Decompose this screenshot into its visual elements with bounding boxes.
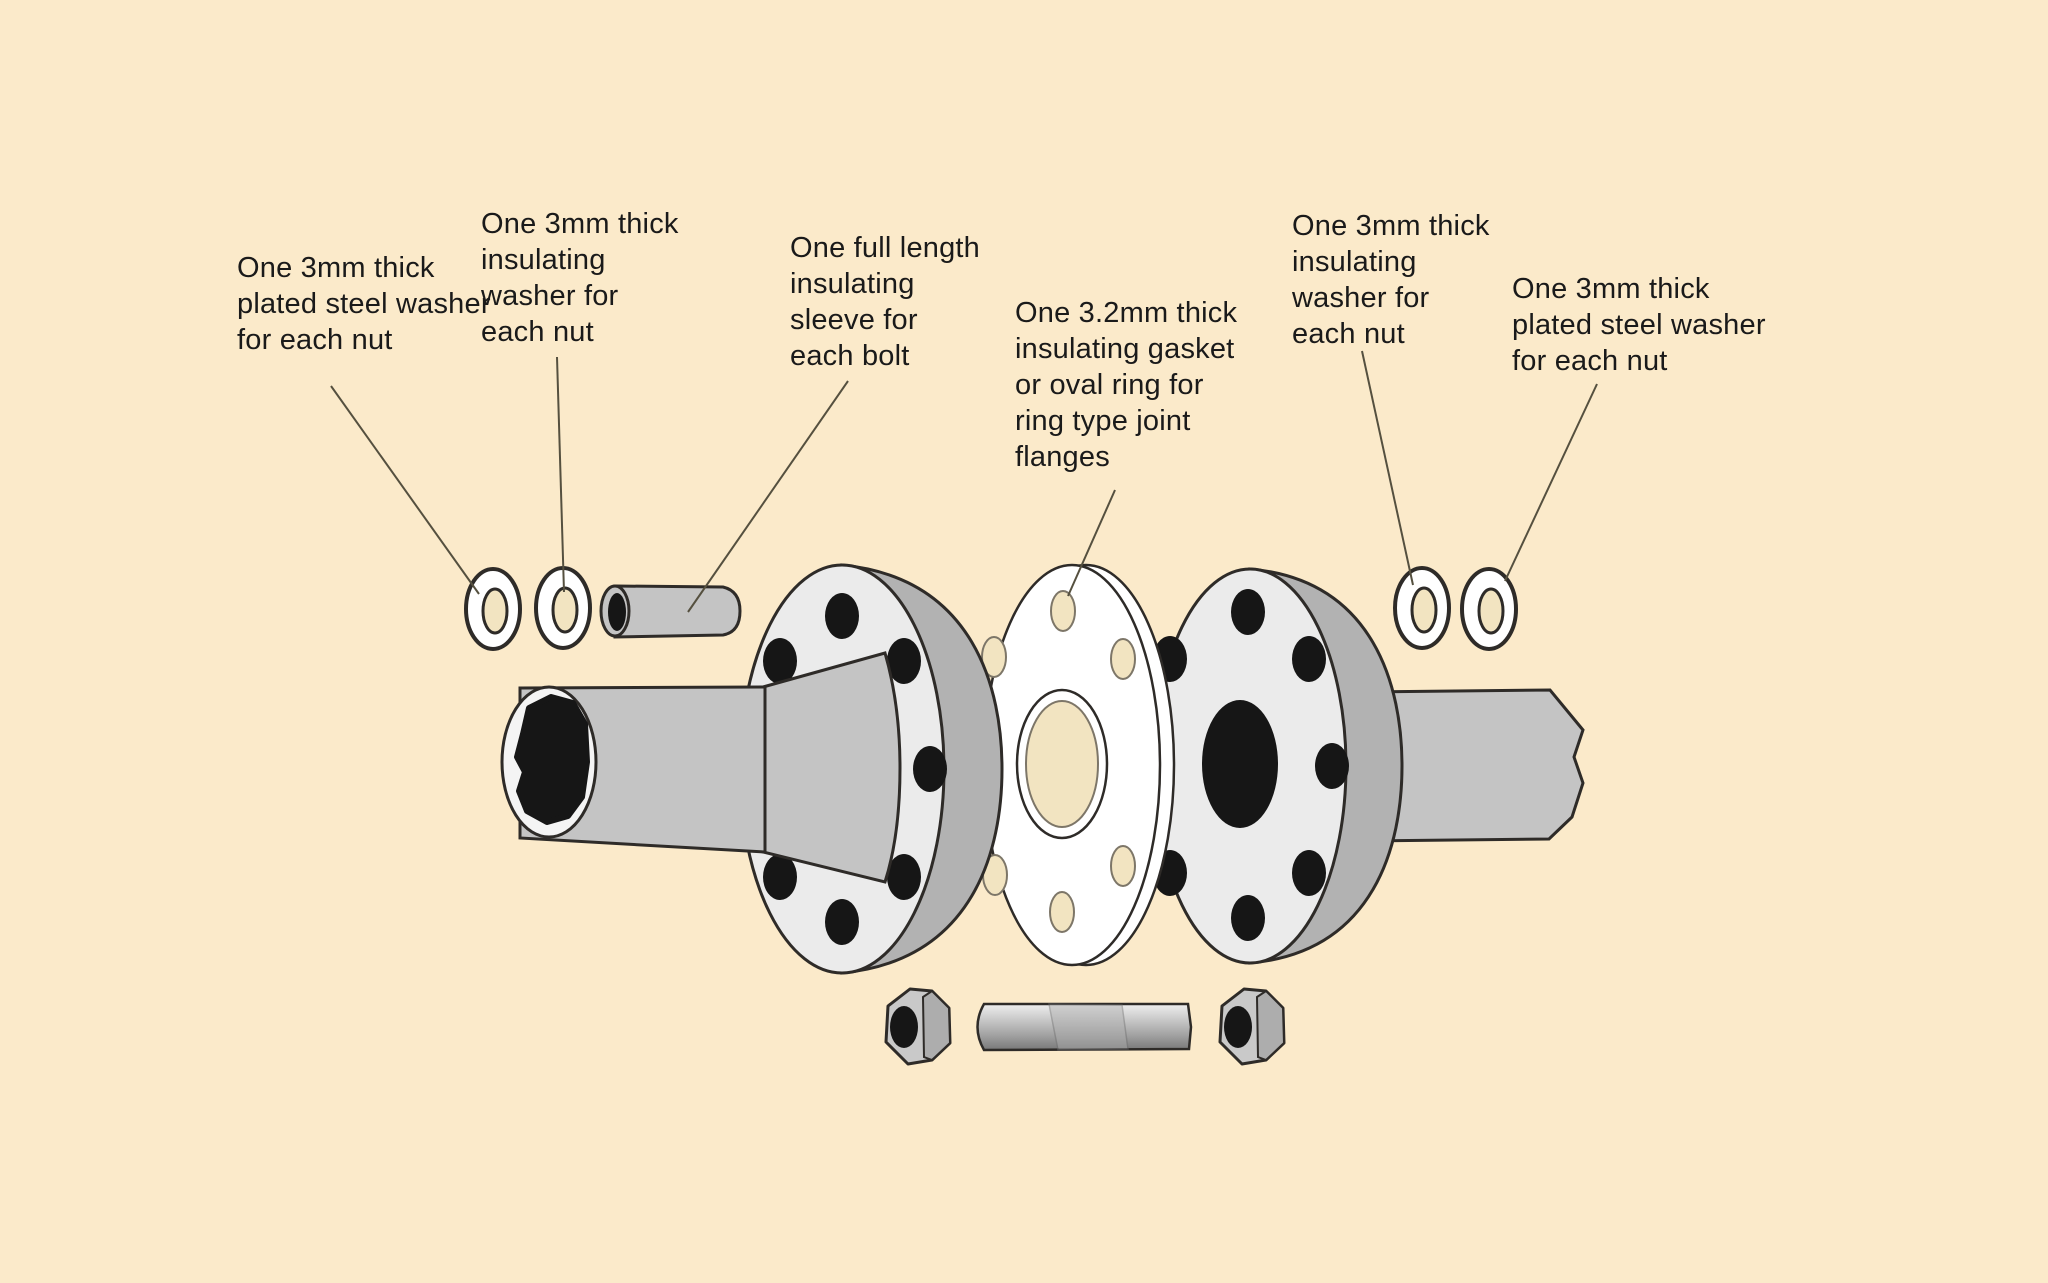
hex-nut-left xyxy=(884,987,952,1066)
right-pipe xyxy=(1358,688,1585,843)
insulating-sleeve-part xyxy=(599,584,742,639)
left-flange-hub xyxy=(761,651,902,884)
leader-line-6 xyxy=(1504,383,1598,582)
insulating-gasket-part xyxy=(981,563,1176,967)
bolt-middle-section xyxy=(1048,1003,1129,1051)
leader-line-5 xyxy=(1361,350,1414,586)
label-insulating-washer-left: One 3mm thick insulating washer for each… xyxy=(481,208,679,348)
nut-hole-left xyxy=(890,1006,918,1048)
label-insulating-sleeve: One full length insulating sleeve for ea… xyxy=(790,232,981,372)
label-insulating-washer-right: One 3mm thick insulating washer for each… xyxy=(1292,210,1490,350)
sleeve-body xyxy=(613,584,742,639)
left-flange xyxy=(738,563,1004,975)
label-insulating-gasket: One 3.2mm thick insulating gasket or ova… xyxy=(1015,297,1238,473)
insulating-washer-right-part xyxy=(1393,566,1451,650)
leader-line-4 xyxy=(1067,489,1116,597)
left-pipe-bore xyxy=(514,694,590,825)
nut-hole-right xyxy=(1224,1006,1252,1048)
gasket-center-hole xyxy=(1025,700,1099,828)
leader-lines xyxy=(330,350,1598,613)
right-flange xyxy=(1152,567,1404,965)
bolt xyxy=(976,1002,1193,1052)
right-flange-bore xyxy=(1202,700,1278,828)
sleeve-bore xyxy=(608,593,626,631)
hex-nut-right xyxy=(1218,987,1286,1066)
bolt-body xyxy=(976,1002,1193,1052)
steel-washer-left-part xyxy=(464,567,522,651)
leader-line-1 xyxy=(330,385,480,595)
leader-line-3 xyxy=(687,380,849,613)
label-steel-washer-right: One 3mm thick plated steel washer for ea… xyxy=(1512,273,1766,377)
leader-line-2 xyxy=(556,356,565,593)
label-steel-washer-left: One 3mm thick plated steel washer for ea… xyxy=(237,252,491,356)
steel-washer-right-part xyxy=(1460,567,1518,651)
left-pipe xyxy=(500,685,767,854)
